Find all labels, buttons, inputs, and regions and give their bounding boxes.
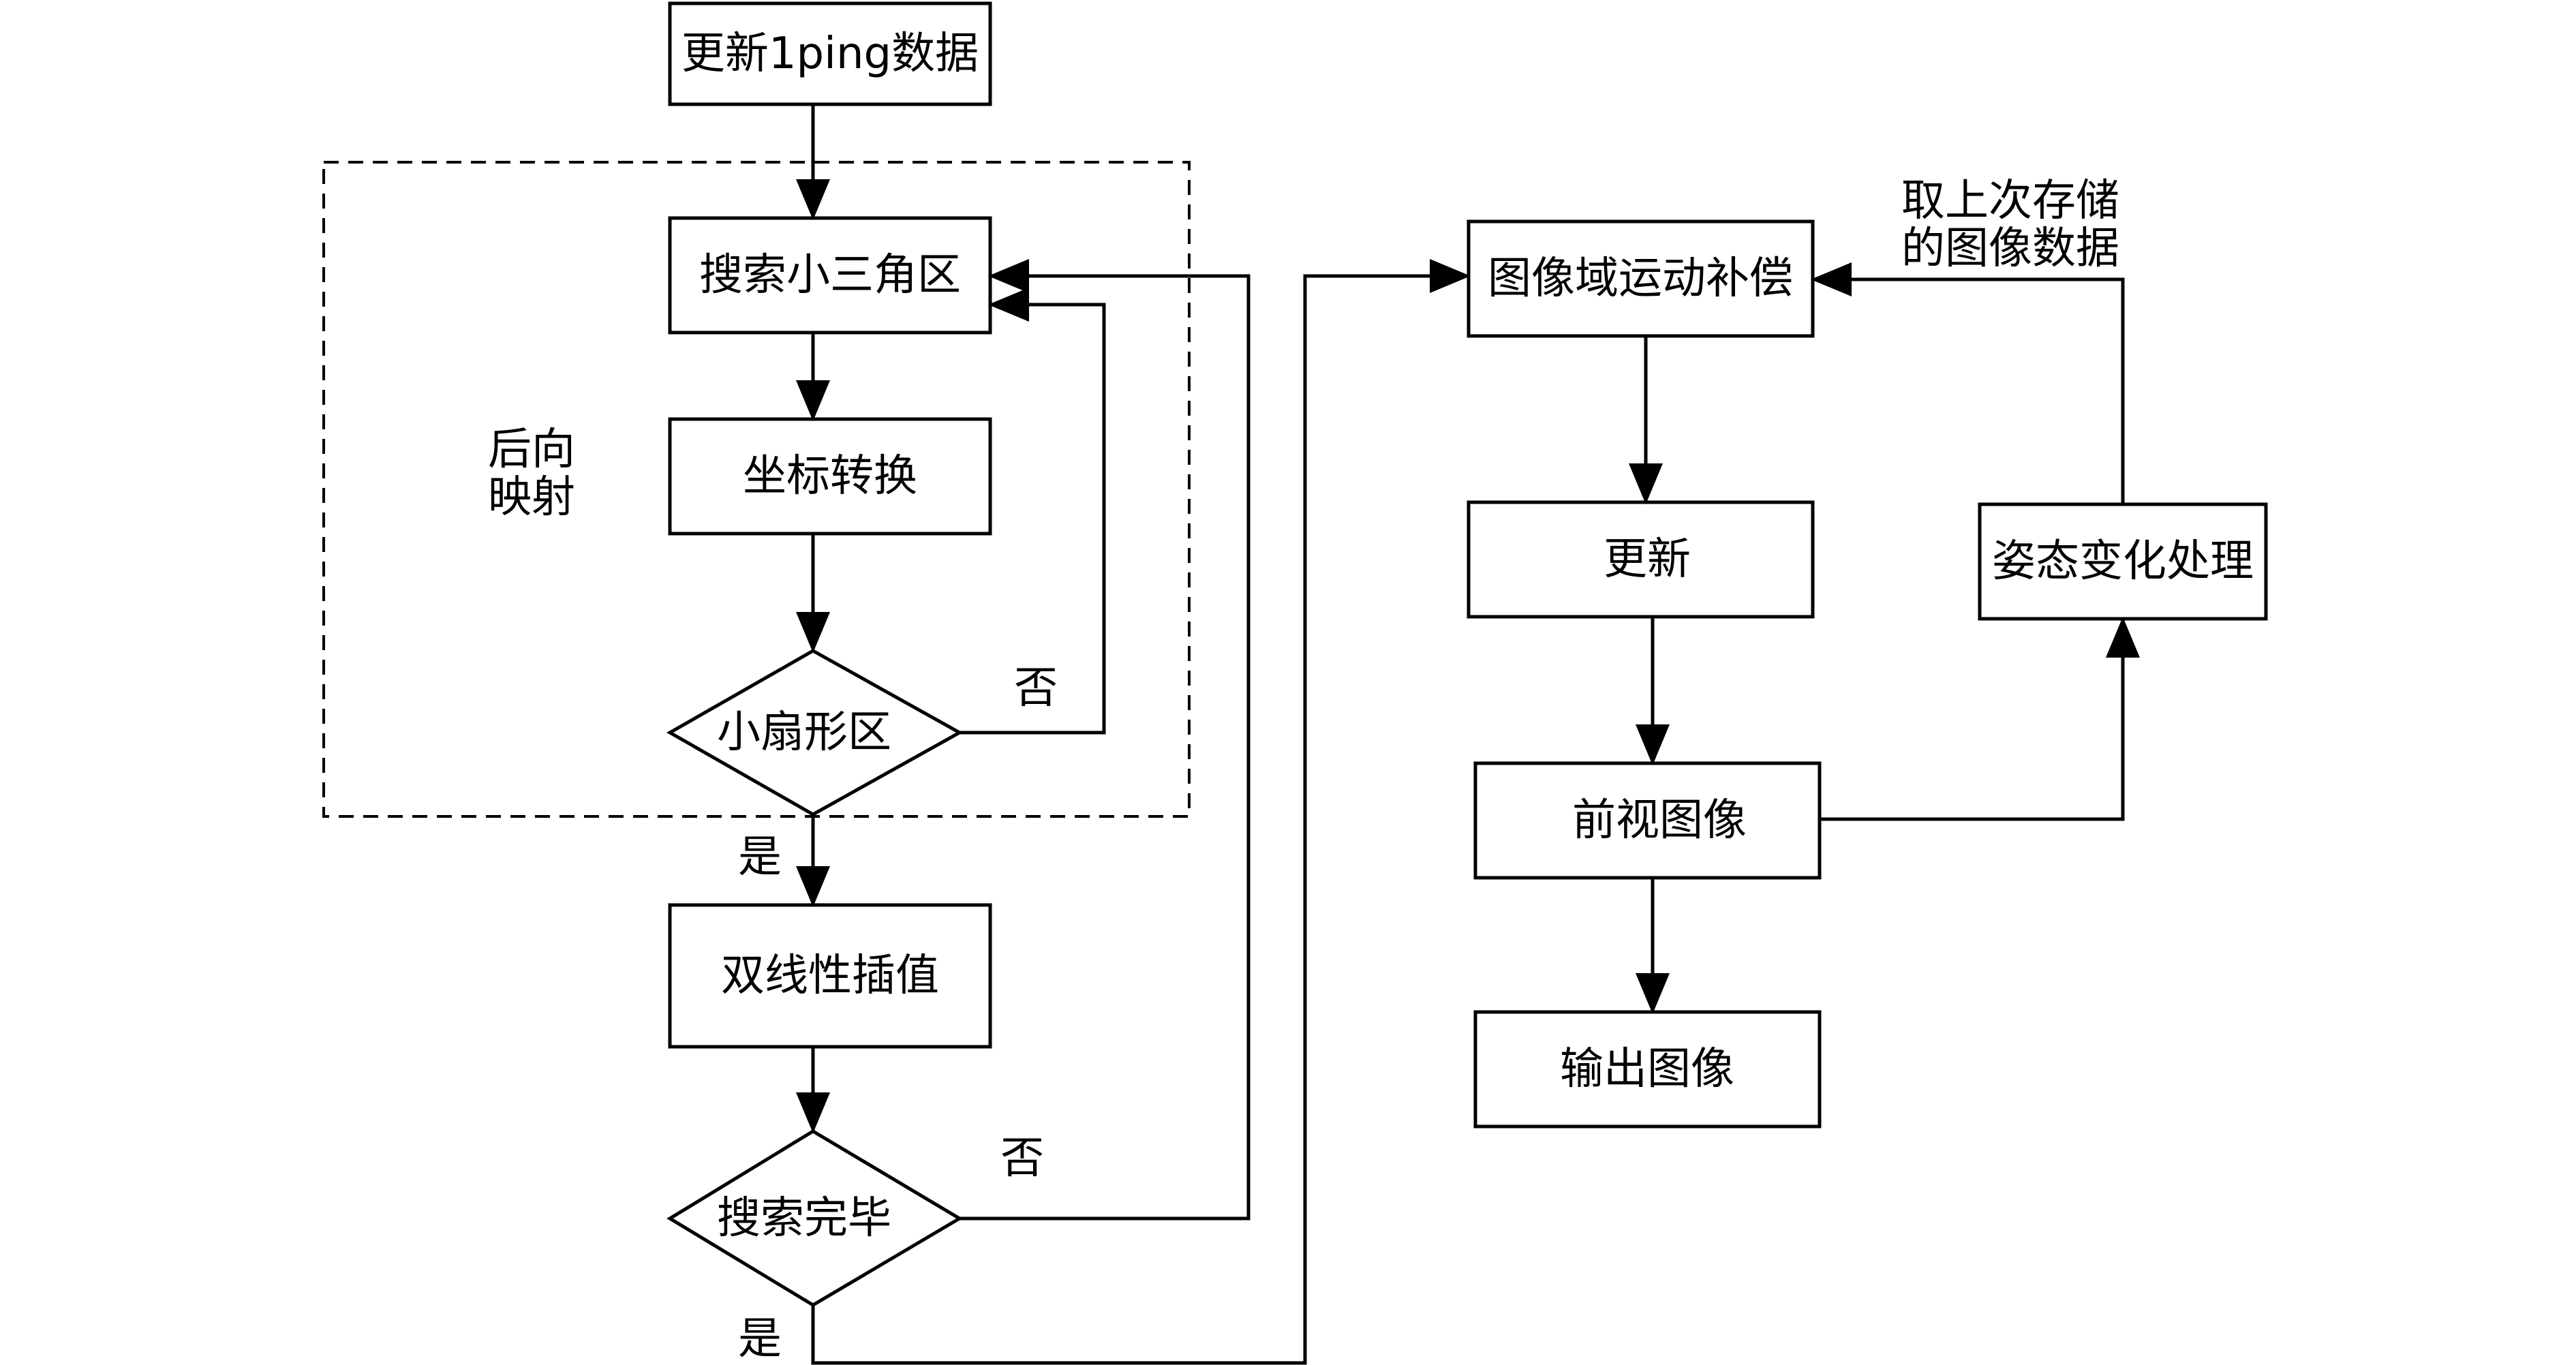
sector-yes-label: 是 (738, 832, 782, 883)
search-yes-label: 是 (738, 1314, 782, 1364)
motion-comp-label: 图像域运动补偿 (1488, 254, 1793, 304)
motion-comp-box (1467, 219, 1815, 338)
attitude-label: 姿态变化处理 (1992, 536, 2254, 587)
stored-data-text-1: 取上次存储 (1901, 176, 2119, 226)
backward-mapping-region (322, 161, 1191, 818)
bilinear-box (668, 903, 992, 1049)
arrow-done-yes-to-motion (811, 259, 1471, 1365)
search-done-label: 搜索完毕 (717, 1193, 891, 1244)
search-triangle-box (668, 216, 992, 335)
search-triangle-label: 搜索小三角区 (699, 250, 961, 301)
forward-image-box (1473, 761, 1822, 880)
update-ping-label: 更新1ping数据 (681, 29, 979, 79)
coord-transform-label: 坐标转换 (743, 451, 917, 502)
update-label: 更新 (1604, 534, 1691, 585)
arrow-sector-no-loop (960, 288, 1106, 735)
backward-mapping-text-2: 映射 (488, 472, 575, 523)
attitude-box (1978, 502, 2268, 621)
forward-image-label: 前视图像 (1572, 795, 1747, 846)
update-ping-box (668, 1, 992, 106)
output-image-label: 输出图像 (1560, 1044, 1734, 1094)
backward-mapping-text-1: 后向 (488, 425, 575, 475)
search-no-label: 否 (1000, 1133, 1044, 1184)
arrow-attitude-to-motion (1811, 262, 2125, 504)
sector-no-label: 否 (1014, 663, 1058, 714)
output-image-box (1473, 1010, 1822, 1129)
arrow-forward-to-attitude (1820, 617, 2140, 821)
arrow-done-no-loop (960, 259, 1251, 1221)
coord-transform-box (668, 417, 992, 536)
bilinear-label: 双线性插值 (721, 951, 939, 1001)
small-sector-label: 小扇形区 (717, 707, 891, 758)
stored-data-text-2: 的图像数据 (1901, 224, 2119, 274)
